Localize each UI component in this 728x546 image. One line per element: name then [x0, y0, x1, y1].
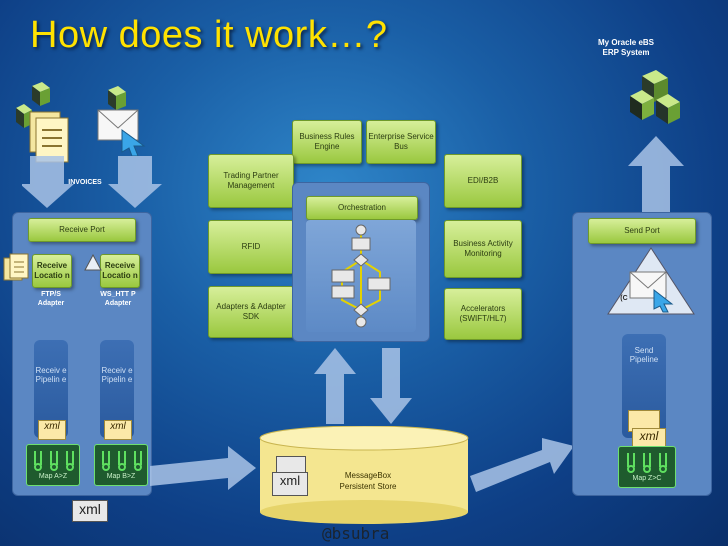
send-envelope-icon [629, 271, 674, 313]
inbound-arrows [22, 156, 162, 208]
messagebox-line2: Persistent Store [339, 482, 397, 491]
send-port[interactable]: Send Port [588, 218, 696, 244]
trading-partner-management[interactable]: Trading Partner Management [208, 154, 294, 208]
ftps-adapter-label: FTP/S Adapter [37, 291, 65, 307]
documents-small-icon [3, 253, 29, 281]
to-erp-arrow [628, 136, 684, 212]
map-a-z-label: Map A>Z [38, 473, 68, 480]
map-b-z-label: Map B>Z [106, 473, 136, 480]
receive-port[interactable]: Receive Port [28, 218, 136, 242]
receive-location-1[interactable]: Receive Locatio n [32, 254, 72, 288]
map-transform-icon [34, 451, 74, 471]
invoices-label: INVOICES [68, 179, 102, 186]
email-envelope-icon [97, 86, 146, 157]
page-title: How does it work…? [30, 14, 388, 56]
edi-b2b[interactable]: EDI/B2B [444, 154, 522, 208]
to-messagebox-arrow [150, 446, 256, 490]
xml-doc-messagebox: xml [272, 472, 308, 496]
send-adapter-partial: (C [620, 295, 628, 302]
map-z-c-label: Map Z>C [632, 475, 662, 482]
map-transform-icon [627, 453, 667, 473]
adapters-sdk[interactable]: Adapters & Adapter SDK [208, 286, 294, 338]
watermark-handle: @bsubra [322, 524, 390, 543]
triangle-icon [84, 254, 102, 271]
map-b-z[interactable]: Map B>Z [94, 444, 148, 486]
to-send-arrow [470, 438, 574, 492]
xml-doc-1: xml [38, 420, 66, 440]
messagebox-line1: MessageBox [344, 471, 392, 480]
receive-location-2[interactable]: Receive Locatio n [100, 254, 140, 288]
erp-system-label: My Oracle eBS ERP System [597, 38, 655, 57]
rfid[interactable]: RFID [208, 220, 294, 274]
business-rules-engine[interactable]: Business Rules Engine [292, 120, 362, 164]
orchestration-messagebox-arrows [314, 348, 412, 424]
accelerators[interactable]: Accelerators (SWIFT/HL7) [444, 288, 522, 340]
ws-http-adapter-label: WS_HTT P Adapter [100, 291, 136, 307]
invoice-documents-icon [16, 82, 69, 163]
map-z-c[interactable]: Map Z>C [618, 446, 676, 488]
business-activity-monitoring[interactable]: Business Activity Monitoring [444, 220, 522, 278]
erp-cubes-icon [630, 70, 680, 124]
xml-doc-2: xml [104, 420, 132, 440]
orchestration-title[interactable]: Orchestration [306, 196, 418, 220]
orchestration-flow-icon [331, 224, 391, 328]
messagebox-label: MessageBox Persistent Store [318, 470, 418, 492]
xml-doc-output: xml [72, 500, 108, 522]
map-a-z[interactable]: Map A>Z [26, 444, 80, 486]
enterprise-service-bus[interactable]: Enterprise Service Bus [366, 120, 436, 164]
orchestration-canvas [306, 220, 416, 332]
map-transform-icon [102, 451, 142, 471]
